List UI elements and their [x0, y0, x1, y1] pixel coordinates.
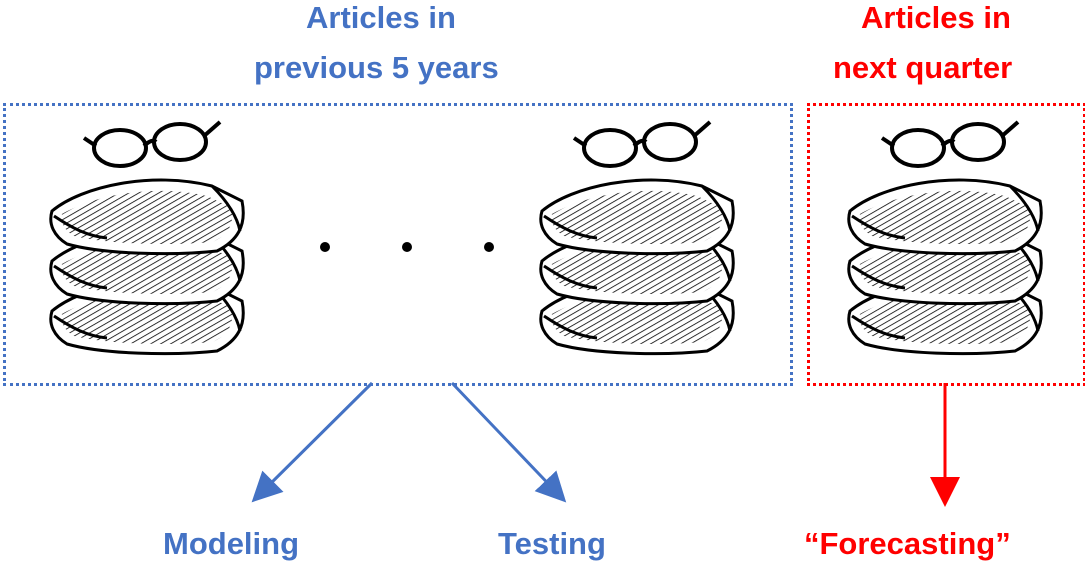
previous-articles-box [3, 103, 793, 386]
left-group-title-line2: previous 5 years [254, 50, 499, 85]
ellipsis-dot [402, 242, 412, 252]
arrow-to-modeling [251, 381, 374, 503]
arrow-to-testing [450, 381, 567, 503]
modeling-label: Modeling [163, 526, 300, 561]
testing-label: Testing [498, 526, 606, 561]
ellipsis-dot [320, 242, 330, 252]
right-group-title-line1: Articles in [861, 0, 1011, 35]
right-group-title-line2: next quarter [833, 50, 1013, 85]
ellipsis-dot [484, 242, 494, 252]
left-group-title-line1: Articles in [306, 0, 456, 35]
forecasting-label: “Forecasting” [804, 526, 1011, 561]
